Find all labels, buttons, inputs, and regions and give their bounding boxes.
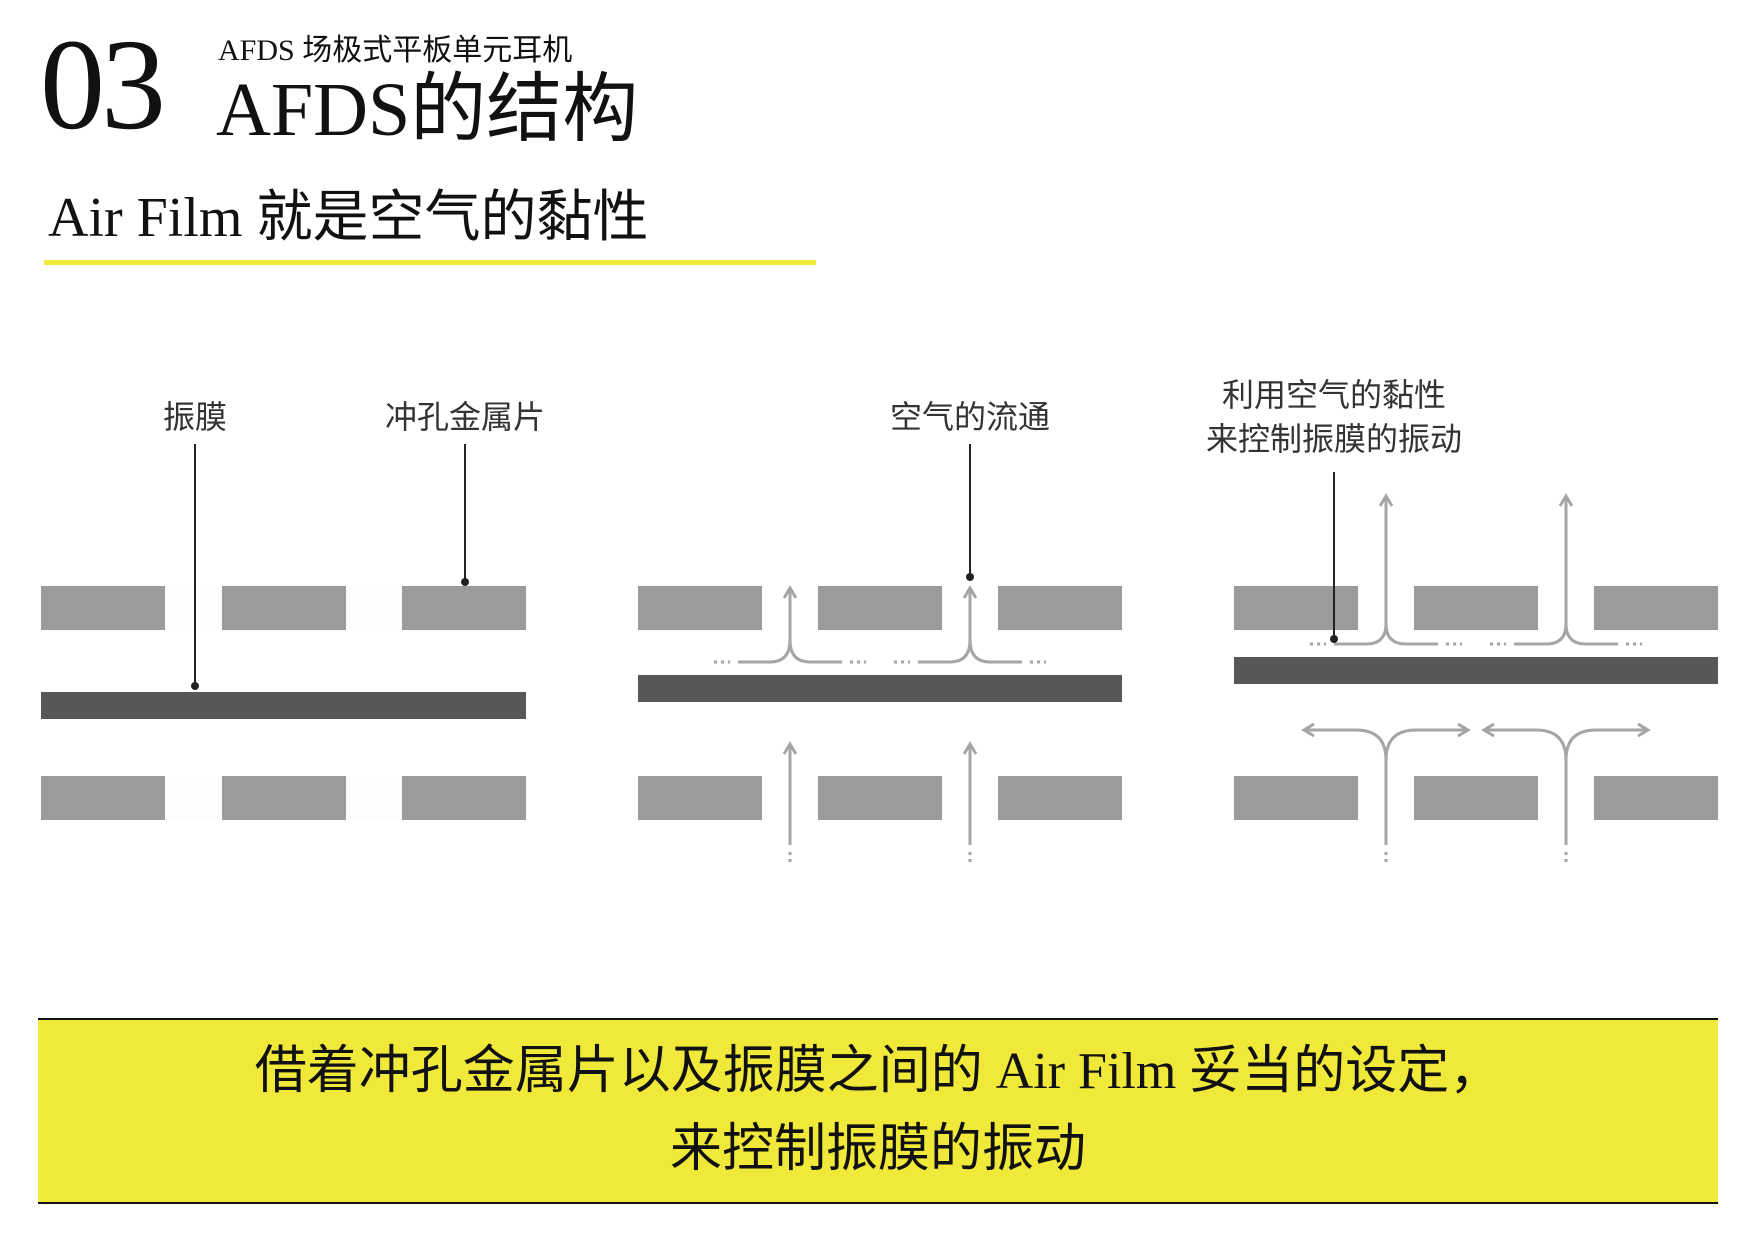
panel-airflow: 空气的流通	[638, 398, 1122, 866]
plate-hole	[346, 586, 402, 630]
plate-segment	[222, 586, 346, 630]
leader-plate	[461, 444, 469, 586]
panel-viscosity-control: 利用空气的黏性 来控制振膜的振动	[1206, 376, 1718, 866]
plate-segment	[998, 776, 1122, 820]
viscosity-arrows	[1304, 496, 1648, 866]
label-diaphragm: 振膜	[163, 398, 227, 436]
plate-segment	[402, 586, 526, 630]
plate-segment	[1234, 586, 1358, 630]
section-heading: Air Film 就是空气的黏性	[48, 187, 649, 249]
plate-segment	[1594, 776, 1718, 820]
plate-segment	[41, 586, 165, 630]
diaphragm	[638, 675, 1122, 702]
plate-segment	[1414, 586, 1538, 630]
bottom-punched-plate	[638, 776, 1122, 820]
plate-segment	[402, 776, 526, 820]
split-flow-arrow	[1384, 730, 1468, 761]
plate-segment	[638, 776, 762, 820]
page-subtitle: AFDS 场极式平板单元耳机	[218, 34, 573, 67]
section-underline	[44, 260, 816, 265]
summary-callout: 借着冲孔金属片以及振膜之间的 Air Film 妥当的设定， 来控制振膜的振动	[38, 1018, 1718, 1204]
plate-segment	[998, 586, 1122, 630]
bottom-punched-plate	[41, 776, 526, 820]
top-punched-plate	[638, 586, 1122, 630]
afds-structure-diagram: 振膜 冲孔金属片	[41, 376, 1718, 866]
section-number: 03	[40, 13, 166, 157]
plate-hole	[165, 586, 222, 630]
airflow-arrows	[714, 588, 1046, 866]
bottom-punched-plate	[1234, 776, 1718, 820]
plate-segment	[638, 586, 762, 630]
label-viscosity-line1: 利用空气的黏性	[1222, 376, 1446, 414]
plate-segment	[818, 586, 942, 630]
label-viscosity-line2: 来控制振膜的振动	[1206, 420, 1462, 458]
summary-line-1: 借着冲孔金属片以及振膜之间的 Air Film 妥当的设定，	[254, 1043, 1502, 1100]
diaphragm	[41, 692, 526, 719]
diaphragm	[1234, 657, 1718, 684]
plate-segment	[818, 776, 942, 820]
panel-structure: 振膜 冲孔金属片	[41, 398, 545, 820]
label-punched-plate: 冲孔金属片	[385, 398, 545, 436]
plate-segment	[1234, 776, 1358, 820]
plate-hole	[346, 776, 402, 820]
leader-diaphragm	[191, 444, 199, 690]
summary-line-2: 来控制振膜的振动	[669, 1121, 1086, 1178]
top-punched-plate	[41, 586, 526, 630]
leader-airflow	[966, 444, 974, 581]
top-punched-plate	[1234, 586, 1718, 630]
plate-segment	[41, 776, 165, 820]
label-airflow: 空气的流通	[890, 398, 1050, 436]
plate-segment	[1594, 586, 1718, 630]
plate-segment	[222, 776, 346, 820]
split-flow-arrow	[1564, 730, 1648, 761]
plate-hole	[165, 776, 222, 820]
page-title: AFDS的结构	[216, 68, 639, 152]
leader-air-film	[1330, 472, 1338, 643]
plate-segment	[1414, 776, 1538, 820]
